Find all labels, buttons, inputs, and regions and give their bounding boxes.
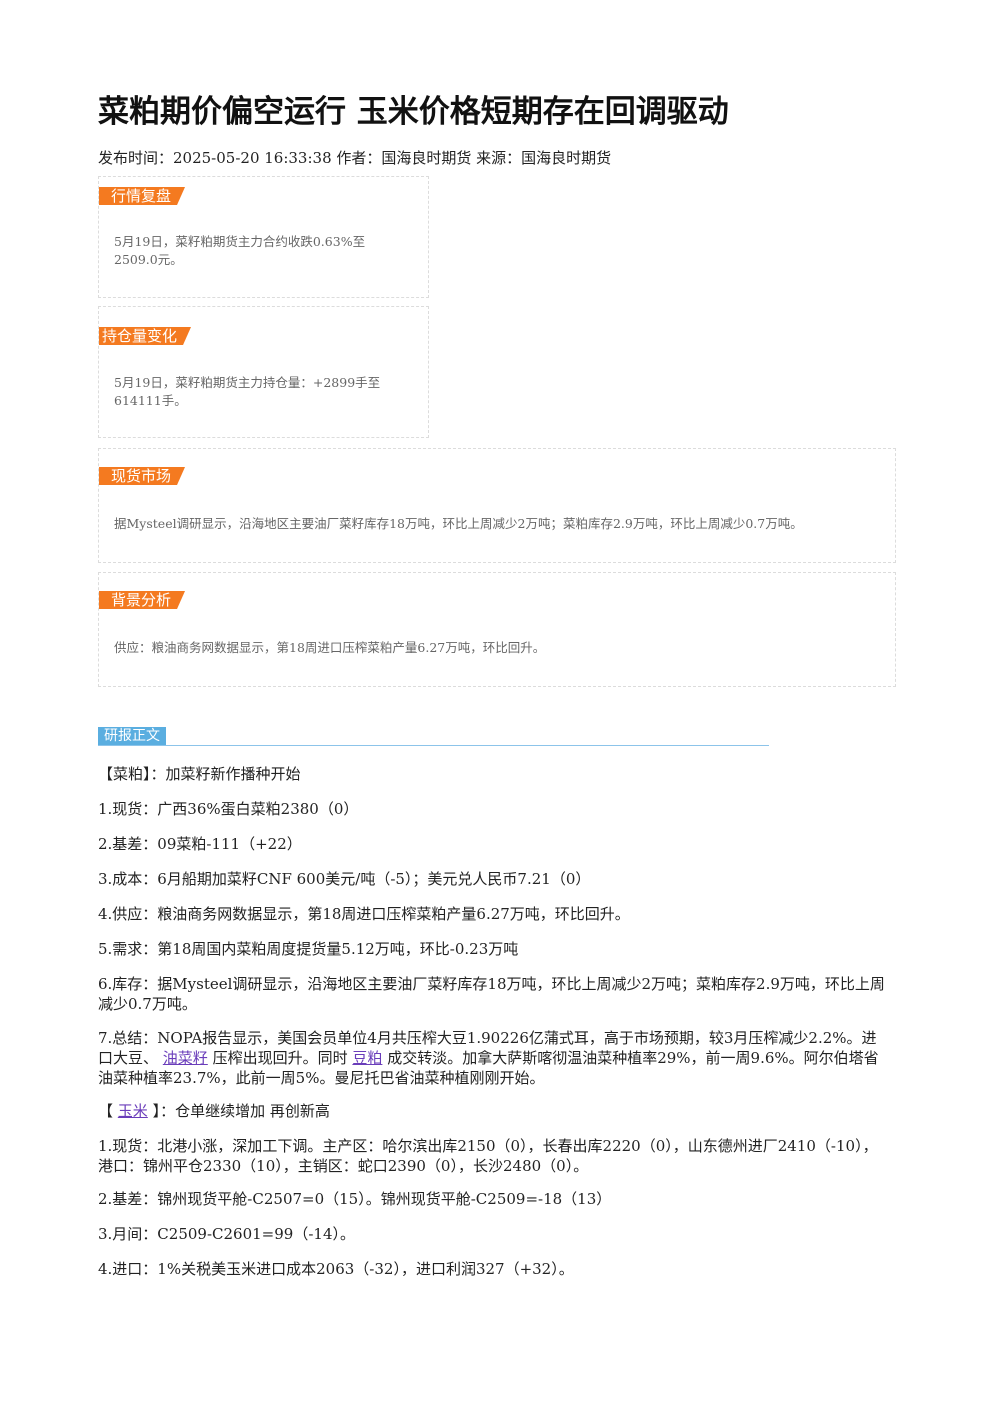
summary-text: 压榨出现回升。同时 <box>212 1049 348 1067</box>
corn-link[interactable]: 玉米 <box>117 1102 148 1120</box>
corn-heading-bracket: 【 <box>98 1102 114 1120</box>
rapeseed-item: 6.库存：据Mysteel调研显示，沿海地区主要油厂菜籽库存18万吨，环比上周减… <box>98 975 885 1013</box>
rapeseed-item: 4.供应：粮油商务网数据显示，第18周进口压榨菜粕产量6.27万吨，环比回升。 <box>98 905 630 923</box>
rapeseed-heading: 【菜粕】：加菜籽新作播种开始 <box>98 765 301 783</box>
rapeseed-item: 1.现货：广西36%蛋白菜粕2380（0） <box>98 800 359 818</box>
open-interest-text: 5月19日，菜籽粕期货主力持仓量：+2899手至 614111手。 <box>114 375 381 408</box>
rapeseed-oilseed-link[interactable]: 油菜籽 <box>162 1049 208 1067</box>
rapeseed-summary: 7.总结：NOPA报告显示，美国会员单位4月共压榨大豆1.90226亿蒲式耳，高… <box>98 1028 888 1088</box>
background-text: 供应：粮油商务网数据显示，第18周进口压榨菜粕产量6.27万吨，环比回升。 <box>114 640 546 655</box>
rapeseed-item: 5.需求：第18周国内菜粕周度提货量5.12万吨，环比-0.23万吨 <box>98 940 519 958</box>
market-review-box: 行情复盘 5月19日，菜籽粕期货主力合约收跌0.63%至 2509.0元。 <box>98 176 429 298</box>
rapeseed-item: 3.成本：6月船期加菜籽CNF 600美元/吨（-5）；美元兑人民币7.21（0… <box>98 870 591 888</box>
soymeal-link[interactable]: 豆粕 <box>352 1049 383 1067</box>
market-review-text: 5月19日，菜籽粕期货主力合约收跌0.63%至 2509.0元。 <box>114 234 366 267</box>
page-title: 菜粕期价偏空运行 玉米价格短期存在回调驱动 <box>98 94 729 130</box>
summary-text: 成交转淡。加拿大萨斯喀彻温油菜种植率29%，前一周9.6%。阿尔伯塔省油菜种植率… <box>98 1049 879 1087</box>
corn-item: 3.月间：C2509-C2601=99（-14）。 <box>98 1225 355 1243</box>
background-box: 背景分析 供应：粮油商务网数据显示，第18周进口压榨菜粕产量6.27万吨，环比回… <box>98 572 896 687</box>
spot-market-box: 现货市场 据Mysteel调研显示，沿海地区主要油厂菜籽库存18万吨，环比上周减… <box>98 448 896 563</box>
market-review-tag: 行情复盘 <box>99 187 185 205</box>
rapeseed-item: 2.基差：09菜粕-111（+22） <box>98 835 302 853</box>
spot-market-text: 据Mysteel调研显示，沿海地区主要油厂菜籽库存18万吨，环比上周减少2万吨；… <box>114 516 803 531</box>
summary-text: 7.总结：NOPA报告显示，美国会员单位4月共压榨大豆1.90226亿蒲式耳，高… <box>98 1029 877 1067</box>
open-interest-tag: 持仓量变化 <box>99 327 191 345</box>
background-tag: 背景分析 <box>99 591 185 609</box>
corn-item: 1.现货：北港小涨，深加工下调。主产区：哈尔滨出库2150（0），长春出库222… <box>98 1137 878 1175</box>
research-body-tag: 研报正文 <box>98 727 166 746</box>
spot-market-tag: 现货市场 <box>99 467 185 485</box>
corn-heading: 【 玉米 】：仓单继续增加 再创新高 <box>98 1101 888 1121</box>
open-interest-box: 持仓量变化 5月19日，菜籽粕期货主力持仓量：+2899手至 614111手。 <box>98 306 429 438</box>
corn-item: 4.进口：1%关税美玉米进口成本2063（-32），进口利润327（+32）。 <box>98 1260 574 1278</box>
publish-meta: 发布时间：2025-05-20 16:33:38 作者：国海良时期货 来源：国海… <box>98 149 612 167</box>
corn-item: 2.基差：锦州现货平舱-C2507=0（15）。锦州现货平舱-C2509=-18… <box>98 1190 612 1208</box>
research-divider <box>98 745 769 746</box>
corn-heading-text: 】：仓单继续增加 再创新高 <box>152 1102 330 1120</box>
